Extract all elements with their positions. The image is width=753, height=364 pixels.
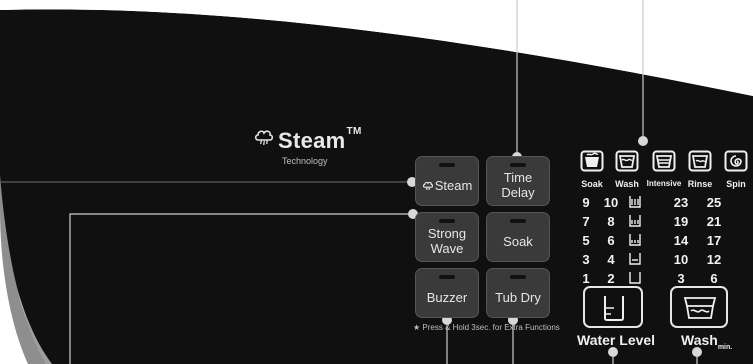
wash-label: Washmin.	[681, 332, 732, 351]
wash-minutes-number: 25	[706, 195, 722, 210]
soak-tub-icon	[580, 150, 604, 172]
extra-functions-note: ★ Press & Hold 3sec. for Extra Functions	[413, 323, 560, 332]
brand-trademark: TM	[346, 126, 362, 137]
tub-dry-led	[510, 275, 526, 279]
wash-label-text: Wash	[681, 332, 718, 348]
time-delay-label: Time Delay	[501, 170, 535, 200]
wash-minutes-number: 12	[706, 252, 722, 267]
wash-unit: min.	[717, 343, 733, 351]
water-level-number: 4	[607, 252, 615, 267]
wash-minutes-number: 3	[677, 271, 685, 286]
time-delay-led	[510, 163, 526, 167]
steam-button[interactable]: Steam	[415, 156, 479, 206]
water-level-glyphs	[629, 196, 641, 284]
time-delay-button[interactable]: Time Delay	[486, 156, 550, 206]
water-level-number: 2	[607, 271, 615, 286]
cycle-label-spin: Spin	[726, 179, 746, 189]
water-level-number: 10	[603, 195, 619, 210]
water-level-number: 6	[607, 233, 615, 248]
steam-button-label: Steam	[434, 177, 473, 193]
water-level-button[interactable]	[583, 286, 643, 328]
cycle-label-wash: Wash	[615, 179, 639, 189]
wash-minutes-number: 23	[673, 195, 689, 210]
brand-subtitle: Technology	[282, 156, 328, 166]
wash-minutes-number: 14	[673, 233, 689, 248]
rinse-tub-icon	[688, 150, 712, 172]
steam-cloud-icon	[422, 181, 433, 190]
soak-button[interactable]: Soak	[486, 212, 550, 262]
wash-tub-icon	[683, 297, 717, 319]
wash-minutes-number: 6	[710, 271, 718, 286]
wash-minutes-number: 17	[706, 233, 722, 248]
tub-dry-label: Tub Dry	[495, 289, 541, 305]
brand-name: Steam	[278, 128, 346, 153]
strong-wave-button[interactable]: Strong Wave	[415, 212, 479, 262]
wash-minutes-number: 21	[706, 214, 722, 229]
water-level-number: 3	[582, 252, 590, 267]
buzzer-label: Buzzer	[426, 289, 468, 305]
wash-minutes-number: 19	[673, 214, 689, 229]
cycle-label-soak: Soak	[581, 179, 603, 189]
water-level-number: 5	[582, 233, 590, 248]
water-beaker-icon	[604, 296, 624, 321]
tub-dry-button[interactable]: Tub Dry	[486, 268, 550, 318]
wash-tub-icon	[615, 150, 639, 172]
wash-minutes-number: 10	[673, 252, 689, 267]
steam-led	[439, 163, 455, 167]
intensive-tub-icon	[652, 150, 676, 172]
cycle-label-rinse: Rinse	[687, 179, 713, 189]
strong-wave-label: Strong Wave	[427, 226, 467, 256]
soak-led	[510, 219, 526, 223]
soak-button-label: Soak	[503, 233, 533, 249]
buzzer-led	[439, 275, 455, 279]
water-level-number: 7	[582, 214, 590, 229]
spin-icon	[724, 150, 748, 172]
wash-button[interactable]	[670, 286, 728, 328]
water-level-number: 8	[607, 214, 615, 229]
strong-wave-led	[439, 219, 455, 223]
brand-logo: SteamTM	[278, 126, 362, 154]
water-level-number: 9	[582, 195, 590, 210]
buzzer-button[interactable]: Buzzer	[415, 268, 479, 318]
cycle-label-intensive: Intensive	[646, 179, 682, 188]
water-level-number: 1	[582, 271, 590, 286]
steam-cloud-icon	[254, 130, 274, 146]
water-level-label: Water Level	[577, 332, 656, 348]
